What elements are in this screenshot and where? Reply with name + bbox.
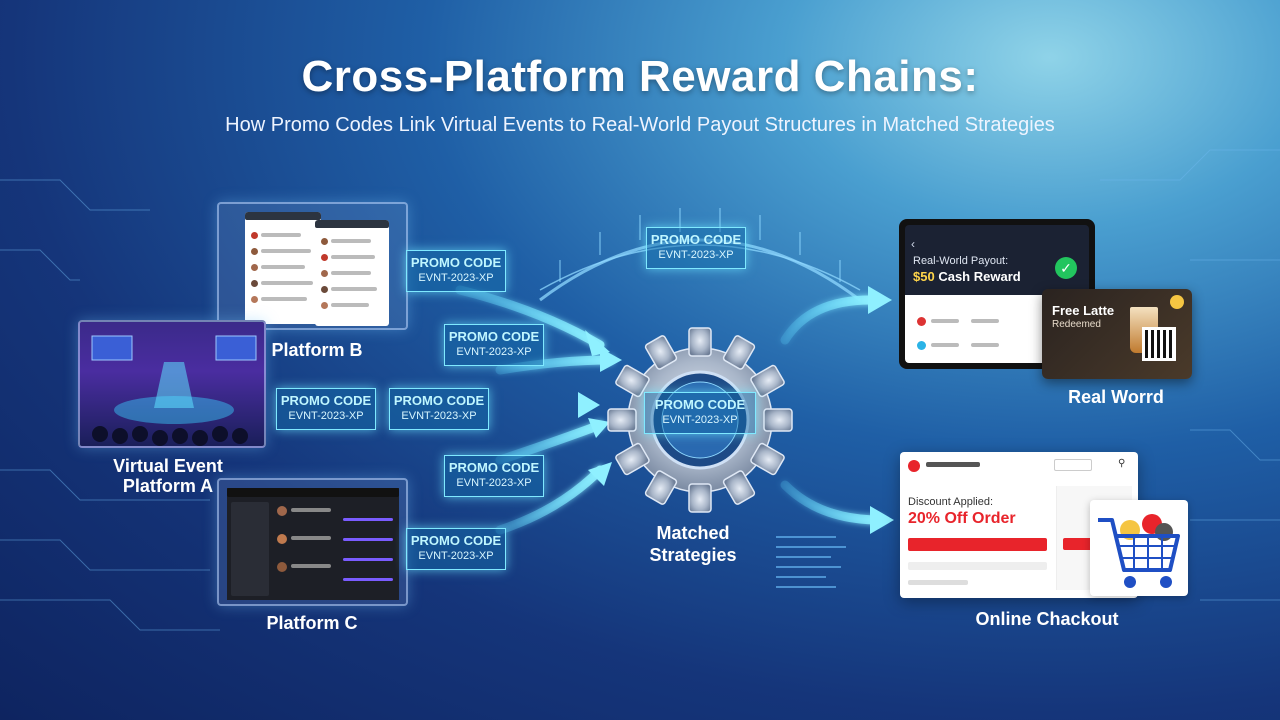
promo-code-tag: PROMO CODE EVNT-2023-XP	[444, 324, 544, 366]
bridge-arc	[539, 208, 861, 302]
gear-tooth	[644, 335, 678, 370]
qr-code-icon	[1142, 327, 1176, 361]
promo-code-value: EVNT-2023-XP	[418, 550, 494, 562]
promo-label: PROMO CODE	[410, 255, 502, 270]
promo-code-value: EVNT-2023-XP	[401, 410, 477, 422]
gear-tooth	[607, 408, 637, 432]
real-world-label: Real Worrd	[1068, 387, 1164, 407]
promo-code-value: EVNT-2023-XP	[658, 249, 734, 261]
checkout-label: Online Chackout	[975, 609, 1119, 629]
gear-tooth	[688, 483, 712, 513]
latte-status: Redeemed	[1052, 319, 1101, 330]
payout-text: Cash Reward	[938, 269, 1021, 284]
promo-code-value: EVNT-2023-XP	[456, 477, 532, 489]
platform-b-screen-left	[245, 212, 321, 324]
page-title: Cross-Platform Reward Chains:	[301, 52, 979, 101]
page-subtitle: How Promo Codes Link Virtual Events to R…	[225, 114, 1055, 136]
promo-label: PROMO CODE	[650, 232, 742, 247]
gear-tooth	[750, 442, 785, 476]
latte-card: Free Latte Redeemed	[1042, 289, 1192, 379]
platform-b-screen-right	[315, 220, 389, 326]
platform-b-label: Platform B	[271, 340, 363, 360]
promo-label: PROMO CODE	[654, 397, 746, 412]
search-input[interactable]	[1054, 459, 1092, 471]
promo-label: PROMO CODE	[448, 329, 540, 344]
back-arrow-icon[interactable]: ‹	[911, 237, 915, 251]
platform-c-label: Platform C	[266, 613, 358, 633]
promo-code-tag: PROMO CODE EVNT-2023-XP	[276, 388, 376, 430]
promo-code-value: EVNT-2023-XP	[456, 346, 532, 358]
cart-popup	[1090, 500, 1188, 596]
promo-label: PROMO CODE	[410, 533, 502, 548]
promo-code-tag: PROMO CODE EVNT-2023-XP	[644, 392, 756, 434]
promo-code-tag: PROMO CODE EVNT-2023-XP	[646, 227, 746, 269]
check-icon: ✓	[1055, 257, 1077, 279]
platform-b-panel	[217, 202, 408, 330]
arrow-heads	[578, 286, 894, 534]
gear-tooth	[688, 327, 712, 357]
promo-code-value: EVNT-2023-XP	[288, 410, 364, 422]
flow-arrows	[455, 285, 885, 535]
discount-title: Discount Applied:	[908, 496, 993, 508]
promo-code-tag: PROMO CODE EVNT-2023-XP	[389, 388, 489, 430]
discount-text: 20% Off Order	[908, 510, 1016, 527]
search-icon[interactable]: ⚲	[1118, 458, 1126, 469]
hub-label: Matched Strategies	[649, 523, 737, 565]
circuit-lines	[0, 149, 1280, 631]
store-logo-icon	[908, 460, 920, 472]
payout-title: Real-World Payout:	[913, 255, 1009, 267]
platform-c-screen	[227, 488, 399, 600]
gear-tooth	[722, 470, 756, 505]
smile-icon	[1170, 295, 1184, 309]
payout-amount: $50	[913, 269, 935, 284]
gear-tooth	[750, 364, 785, 398]
promo-code-value: EVNT-2023-XP	[418, 272, 494, 284]
apply-button[interactable]	[908, 538, 1047, 551]
platform-a-panel	[78, 320, 266, 448]
promo-label: PROMO CODE	[448, 460, 540, 475]
latte-title: Free Latte	[1052, 303, 1115, 318]
platform-a-label: Virtual Event Platform A	[113, 456, 223, 496]
shopping-cart-icon	[1098, 514, 1180, 588]
gear-tooth	[763, 408, 793, 432]
promo-label: PROMO CODE	[393, 393, 485, 408]
virtual-event-stage-image	[91, 335, 257, 446]
gear-icon	[607, 327, 793, 513]
code-dots	[776, 536, 846, 588]
promo-code-value: EVNT-2023-XP	[662, 414, 738, 426]
gear-tooth	[722, 335, 756, 370]
promo-code-tag: PROMO CODE EVNT-2023-XP	[406, 250, 506, 292]
gear-tooth	[615, 442, 650, 476]
promo-label: PROMO CODE	[280, 393, 372, 408]
promo-code-tag: PROMO CODE EVNT-2023-XP	[444, 455, 544, 497]
gear-tooth	[644, 470, 678, 505]
promo-code-tag: PROMO CODE EVNT-2023-XP	[406, 528, 506, 570]
gear-tooth	[615, 364, 650, 398]
platform-c-panel	[217, 478, 408, 606]
